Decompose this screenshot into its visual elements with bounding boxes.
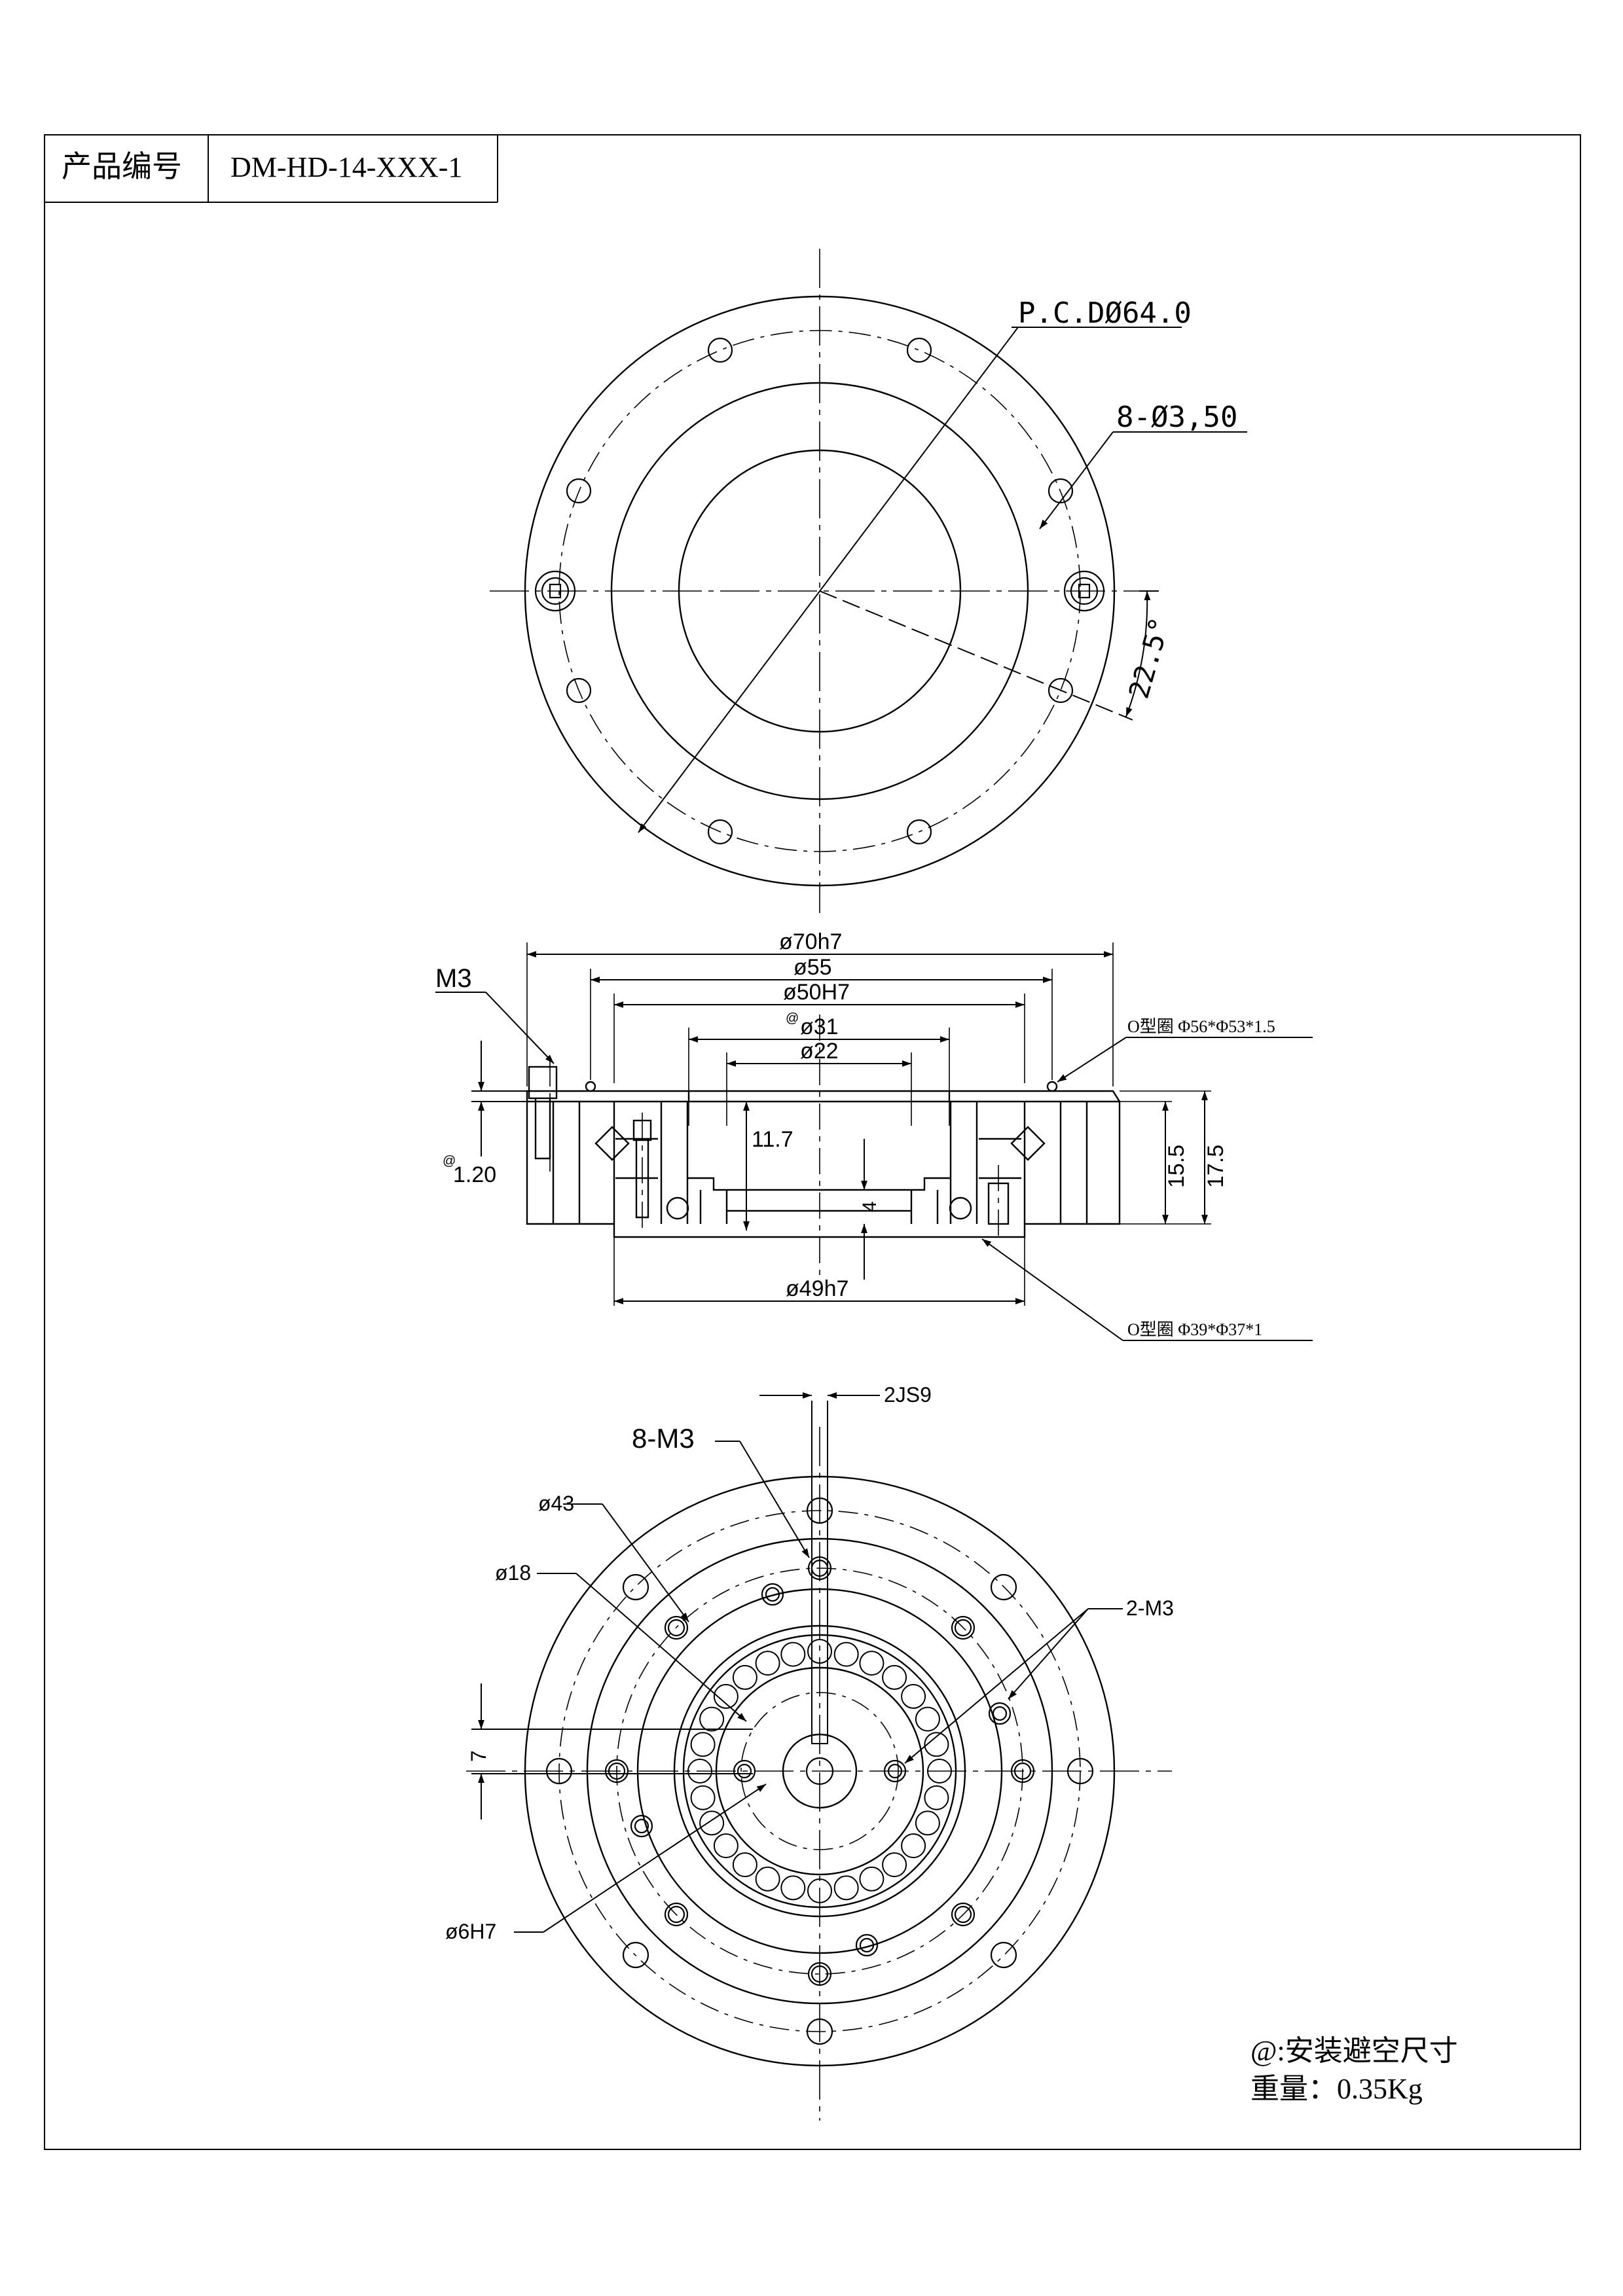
top-view: P.C.DØ64.0 8-Ø3,50 22.5°: [490, 249, 1247, 913]
bearing-roller: [915, 1706, 940, 1732]
dim-d22: ø22: [800, 1039, 839, 1064]
bearing-roller: [901, 1833, 926, 1859]
bearing-roller: [882, 1852, 907, 1878]
bolt-pitch-circle: [558, 330, 1081, 852]
angle-label: 22.5°: [1123, 614, 1176, 702]
note-install-clearance: @:安装避空尺寸: [1250, 2035, 1458, 2067]
top-view-outlines: [524, 295, 1116, 887]
bearing-roller: [927, 1759, 952, 1784]
bearing-roller: [690, 1785, 716, 1810]
drawing-border: [44, 134, 1581, 2150]
bearing-roller: [882, 1664, 907, 1690]
keyway: [811, 1401, 828, 1744]
note-weight: 重量：0.35Kg: [1250, 2073, 1423, 2105]
dim-h4: 4: [859, 1201, 881, 1212]
section-view: ø70h7 ø55 ø50H7 @ ø31 ø22 ø49h7 M3 @ 1.2…: [435, 929, 1313, 1341]
m3-label: M3: [435, 964, 472, 993]
oring-bottom-label: O型圈 Φ39*Φ37*1: [1127, 1320, 1262, 1339]
bottom-view-outlines: [524, 1475, 1116, 2067]
bearing-roller: [780, 1641, 806, 1667]
d18-label: ø18: [495, 1561, 531, 1585]
section-extension-lines: [526, 942, 1211, 1306]
top-view-centerlines: [490, 249, 1150, 913]
section-centerline: [549, 1014, 999, 1276]
bearing-roller: [901, 1683, 926, 1709]
dim-d49: ø49h7: [786, 1276, 848, 1301]
d6-label: ø6H7: [445, 1920, 496, 1943]
install-mark-1: @: [786, 1011, 799, 1026]
flange-holes: [566, 337, 1074, 845]
bearing-roller: [859, 1651, 884, 1676]
hole-count-label: 8-Ø3,50: [1116, 401, 1237, 434]
bearing-roller: [807, 1639, 832, 1664]
dim-h175: 17.5: [1203, 1145, 1228, 1188]
pcd-label: P.C.DØ64.0: [1018, 296, 1192, 330]
d43-label: ø43: [538, 1492, 574, 1515]
install-mark-2: @: [443, 1154, 456, 1168]
key-width-label: 2JS9: [884, 1383, 932, 1407]
bottom-view-dashed-circles: [558, 1510, 1081, 2032]
oring-top-label: O型圈 Φ56*Φ53*1.5: [1127, 1017, 1275, 1036]
pcd-leader: [638, 327, 1182, 833]
title-block-part-number: DM-HD-14-XXX-1: [230, 151, 462, 183]
dim-h120: 1.20: [453, 1162, 496, 1187]
dim-h155: 15.5: [1164, 1145, 1189, 1188]
bottom-view: 2JS9 8-M3 ø43 ø18 2-M3 7 ø6H7: [445, 1383, 1174, 2121]
bearing-roller: [924, 1785, 949, 1810]
bearing-roller: [732, 1852, 757, 1878]
m3x8-label: 8-M3: [632, 1423, 695, 1454]
roller-ring: [687, 1639, 952, 1903]
bottom-view-leaders: [471, 1392, 1123, 1933]
title-block-label: 产品编号: [62, 150, 182, 183]
bottom-view-centerlines: [466, 1427, 1172, 2121]
socket-head-screws: [534, 570, 1105, 612]
bearing-roller: [755, 1651, 780, 1676]
bearing-roller: [690, 1732, 716, 1757]
section-body: [526, 1066, 1121, 1238]
plug-screws: [630, 1583, 1012, 1957]
bearing-roller: [755, 1866, 780, 1892]
dim-d70: ø70h7: [779, 929, 842, 954]
bearing-roller: [915, 1810, 940, 1836]
bearing-roller: [713, 1833, 739, 1859]
bearing-roller: [924, 1732, 949, 1757]
bearing-roller: [807, 1878, 832, 1903]
dim-d55: ø55: [793, 955, 832, 980]
bearing-roller: [780, 1875, 806, 1901]
section-dimension-lines: [435, 951, 1313, 1341]
inner-threaded-holes: [604, 1556, 1035, 1986]
bearing-roller: [732, 1664, 757, 1690]
bearing-roller: [699, 1706, 725, 1732]
dim-h117: 11.7: [752, 1127, 793, 1152]
bearing-roller: [833, 1875, 859, 1901]
bearing-roller: [687, 1759, 712, 1784]
dim-d50: ø50H7: [783, 980, 850, 1005]
dim-d31: ø31: [800, 1014, 839, 1039]
bearing-roller: [699, 1810, 725, 1836]
outer-flange-holes: [545, 1497, 1094, 2045]
hole-leader: [1039, 431, 1247, 529]
bearing-roller: [713, 1683, 739, 1709]
m3x2-label: 2-M3: [1126, 1596, 1174, 1620]
center-holes: [733, 1757, 907, 1785]
bearing-roller: [833, 1641, 859, 1667]
bearing-roller: [859, 1866, 884, 1892]
dim-7: 7: [467, 1750, 490, 1762]
angle-dimension: [819, 590, 1159, 721]
